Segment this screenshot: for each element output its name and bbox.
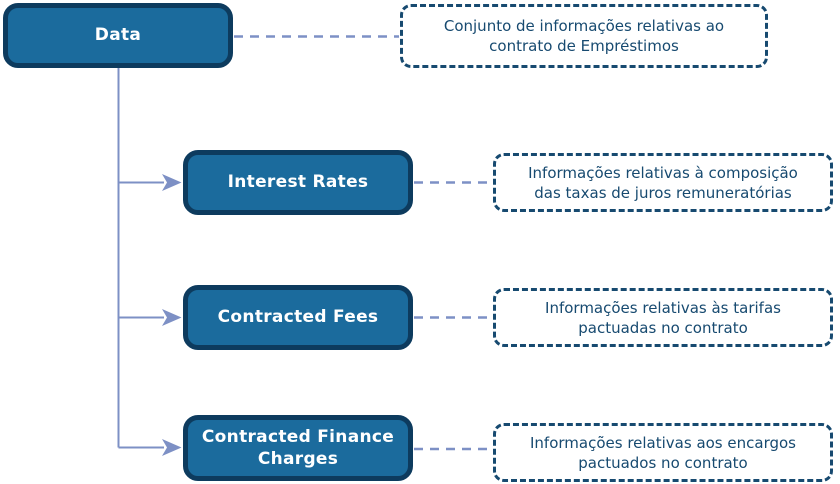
arrowhead-icon (162, 439, 182, 456)
node-interest-rates: Interest Rates (183, 150, 413, 215)
annotation-line: contrato de Empréstimos (489, 37, 679, 55)
node-contracted-fees: Contracted Fees (183, 285, 413, 350)
annotation-line: pactuados no contrato (578, 453, 748, 472)
annotation-line: Informações relativas à composição (528, 163, 798, 182)
node-contracted-fees-label: Contracted Fees (217, 307, 379, 328)
node-data: Data (3, 3, 233, 68)
annotation-contracted-fees: Informações relativas às tarifas pactuad… (493, 288, 833, 347)
annotation-line: das taxas de juros remuneratórias (534, 183, 792, 202)
node-contracted-finance-charges-label: Contracted Finance Charges (201, 426, 395, 469)
annotation-interest-rates: Informações relativas à composição das t… (493, 153, 833, 212)
node-data-label: Data (94, 25, 142, 46)
arrowhead-icon (162, 174, 182, 191)
annotation-contracted-finance-charges: Informações relativas aos encargos pactu… (493, 423, 833, 482)
annotation-data: Conjunto de informações relativas ao con… (400, 4, 768, 68)
node-interest-rates-label: Interest Rates (227, 172, 369, 193)
annotation-line: pactuadas no contrato (578, 318, 748, 337)
node-contracted-finance-charges: Contracted Finance Charges (183, 415, 413, 481)
annotation-line: Informações relativas aos encargos (529, 433, 796, 452)
annotation-line: Conjunto de informações relativas ao (443, 17, 725, 35)
annotation-line: Informações relativas às tarifas (545, 298, 781, 317)
arrowhead-icon (162, 309, 182, 326)
